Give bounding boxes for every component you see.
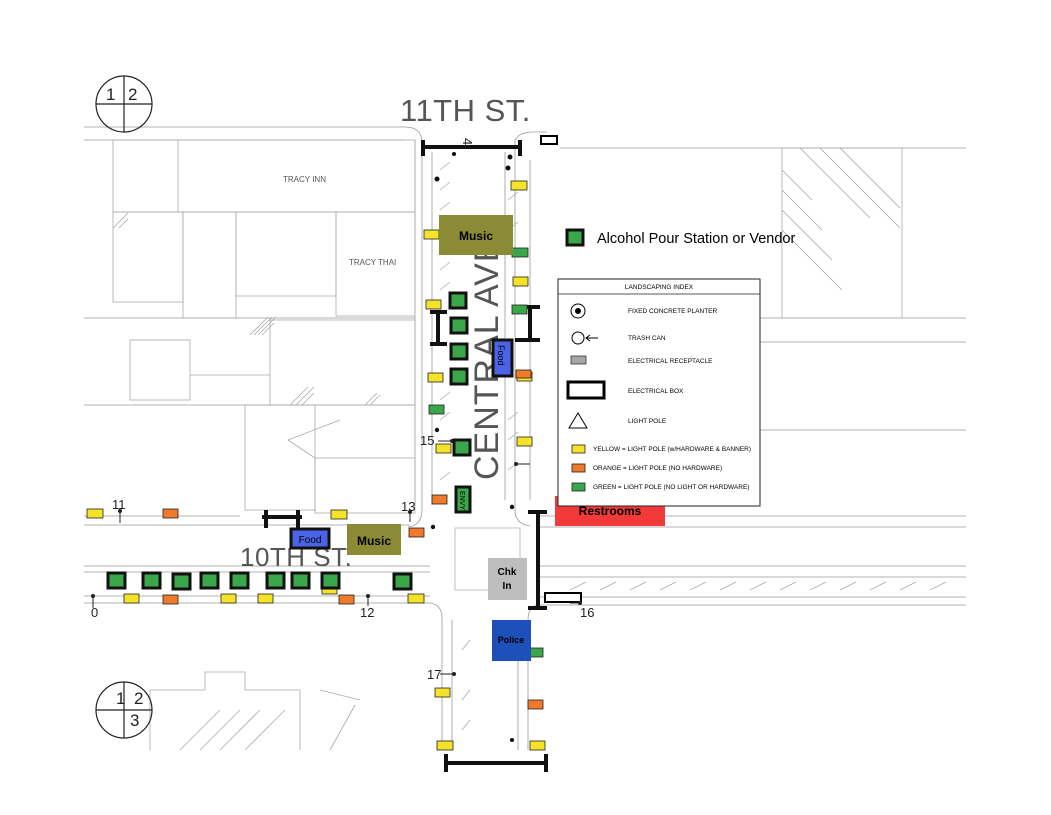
svg-text:Police: Police — [498, 635, 525, 645]
svg-text:Food: Food — [496, 345, 506, 366]
sheet-key-bottom: 1 2 3 — [95, 681, 153, 739]
svg-text:2: 2 — [128, 85, 137, 104]
svg-text:Music: Music — [459, 229, 493, 243]
svg-text:3: 3 — [130, 711, 139, 730]
light-poles — [86, 180, 546, 751]
svg-text:Alcohol Pour Station or Vendor: Alcohol Pour Station or Vendor — [597, 231, 795, 247]
svg-text:ENVY: ENVY — [458, 491, 465, 510]
trash-can-icon — [571, 331, 598, 345]
barrier-west-mid — [430, 310, 447, 346]
building-label-tracy-thai: TRACY THAI — [349, 258, 396, 267]
music-stage-south: Music — [347, 524, 401, 555]
svg-text:LIGHT POLE: LIGHT POLE — [628, 418, 667, 425]
police-area: Police — [492, 620, 531, 661]
vendor-legend: Alcohol Pour Station or Vendor — [565, 228, 795, 247]
orange-swatch — [571, 463, 586, 473]
street-linework — [84, 126, 966, 750]
svg-text:GREEN = LIGHT POLE (NO LIGHT O: GREEN = LIGHT POLE (NO LIGHT OR HARDWARE… — [593, 484, 749, 491]
pole-numbers: 4 0 11 12 13 15 16 17 — [91, 138, 594, 682]
svg-text:Restrooms: Restrooms — [579, 504, 642, 518]
pole-number-13: 13 — [401, 499, 415, 514]
landscaping-index: LANDSCAPING INDEX FIXED CONCRETE PLANTER… — [557, 278, 761, 507]
sheet-key-top: 1 2 — [95, 75, 153, 133]
pole-number-11: 11 — [112, 497, 126, 512]
barrier-11th-st — [421, 140, 522, 156]
pole-number-12: 12 — [360, 605, 374, 620]
pole-number-16: 16 — [580, 605, 594, 620]
barrier-10th-west — [262, 510, 302, 528]
svg-text:ORANGE = LIGHT POLE (NO HARDWA: ORANGE = LIGHT POLE (NO HARDWARE) — [593, 465, 722, 472]
yellow-swatch — [571, 444, 586, 454]
svg-text:FIXED CONCRETE PLANTER: FIXED CONCRETE PLANTER — [628, 308, 718, 315]
light-pole-icon — [568, 412, 588, 429]
svg-text:1: 1 — [106, 85, 115, 104]
barrier-intersection-east — [528, 510, 547, 610]
pole-number-15: 15 — [420, 433, 434, 448]
svg-text:1: 1 — [116, 689, 125, 708]
svg-text:ELECTRICAL BOX: ELECTRICAL BOX — [628, 388, 684, 395]
vendors — [106, 291, 472, 591]
svg-text:Chk: Chk — [498, 567, 517, 578]
electrical-box-icon — [566, 380, 606, 400]
svg-text:ELECTRICAL RECEPTACLE: ELECTRICAL RECEPTACLE — [628, 358, 713, 365]
vendor-booth-envy: ENVY — [454, 485, 472, 514]
planter-icon — [570, 303, 586, 319]
landscaping-index-title: LANDSCAPING INDEX — [625, 284, 694, 291]
svg-text:Food: Food — [299, 535, 322, 546]
pole-number-4: 4 — [460, 138, 475, 145]
building-label-tracy-inn: TRACY INN — [283, 175, 326, 184]
music-stage-north: Music — [439, 215, 513, 255]
marker-arrows — [91, 439, 582, 676]
pole-number-0: 0 — [91, 605, 98, 620]
light-pole-green-group — [428, 247, 544, 658]
svg-text:YELLOW = LIGHT POLE (w/HARDWAR: YELLOW = LIGHT POLE (w/HARDWARE & BANNER… — [593, 446, 751, 453]
planter-dots — [430, 152, 515, 742]
svg-text:Music: Music — [357, 534, 391, 548]
barrier-south — [444, 754, 548, 772]
barriers — [262, 140, 548, 772]
svg-text:In: In — [503, 581, 512, 592]
svg-text:TRASH CAN: TRASH CAN — [628, 335, 666, 342]
electrical-boxes — [540, 135, 582, 603]
light-pole-orange-group — [162, 369, 544, 710]
checkin-area: Chk In — [488, 558, 527, 600]
electrical-receptacle-icon — [570, 355, 587, 365]
svg-text:2: 2 — [134, 689, 143, 708]
food-area-west: Food — [289, 527, 331, 550]
pole-number-17: 17 — [427, 667, 441, 682]
green-swatch — [571, 482, 586, 492]
food-area-east: Food — [491, 338, 514, 378]
street-label-11th: 11TH ST. — [400, 93, 531, 128]
